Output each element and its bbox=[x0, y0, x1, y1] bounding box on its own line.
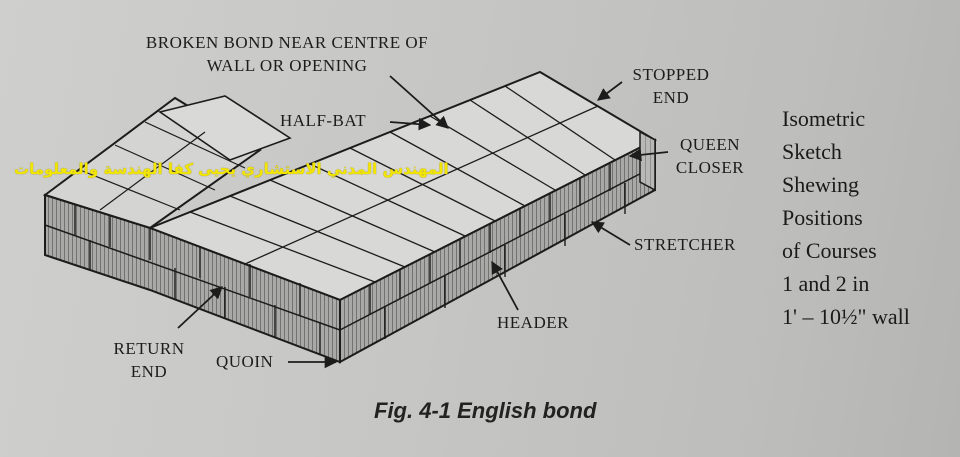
side-line-4: Positions bbox=[782, 205, 863, 230]
side-line-5: of Courses bbox=[782, 238, 877, 263]
main-wall bbox=[147, 70, 658, 364]
header-arrow bbox=[491, 260, 519, 311]
stopped-end-arrow bbox=[596, 81, 623, 101]
return-wall bbox=[42, 95, 341, 364]
watermark-text: المهندس المدني الاستشاري يحيى كفا الهندس… bbox=[14, 160, 449, 178]
label-broken-bond-line1: BROKEN BOND NEAR CENTRE OF bbox=[145, 33, 429, 52]
label-header: HEADER bbox=[497, 313, 569, 332]
side-line-2: Sketch bbox=[782, 139, 842, 164]
stretcher-arrow bbox=[590, 221, 631, 246]
queen-closer-arrow bbox=[628, 148, 669, 162]
label-broken-bond-line2: WALL OR OPENING bbox=[206, 56, 368, 75]
broken-bond-arrow bbox=[389, 75, 449, 129]
side-line-6: 1 and 2 in bbox=[782, 271, 870, 296]
label-stopped-end-line2: END bbox=[652, 88, 690, 107]
label-stretcher: STRETCHER bbox=[634, 235, 736, 254]
label-queen-closer-line2: CLOSER bbox=[675, 158, 745, 177]
stopped-end-face bbox=[639, 130, 656, 192]
label-return-end-line1: RETURN bbox=[113, 339, 185, 358]
side-line-1: Isometric bbox=[782, 106, 866, 131]
label-half-bat: HALF-BAT bbox=[280, 111, 367, 130]
label-quoin: QUOIN bbox=[216, 352, 274, 371]
figure-caption: Fig. 4-1 English bond bbox=[374, 398, 597, 423]
label-arrows bbox=[177, 75, 669, 369]
label-stopped-end-line1: STOPPED bbox=[632, 65, 710, 84]
label-return-end-line2: END bbox=[130, 362, 168, 381]
half-bat-arrow bbox=[389, 117, 432, 131]
label-queen-closer-line1: QUEEN bbox=[679, 135, 741, 154]
side-line-3: Shewing bbox=[782, 172, 859, 197]
side-description: Isometric Sketch Shewing Positions of Co… bbox=[782, 102, 952, 333]
return-end-arrow bbox=[177, 286, 223, 329]
side-line-7: 1' – 10½" wall bbox=[782, 304, 910, 329]
